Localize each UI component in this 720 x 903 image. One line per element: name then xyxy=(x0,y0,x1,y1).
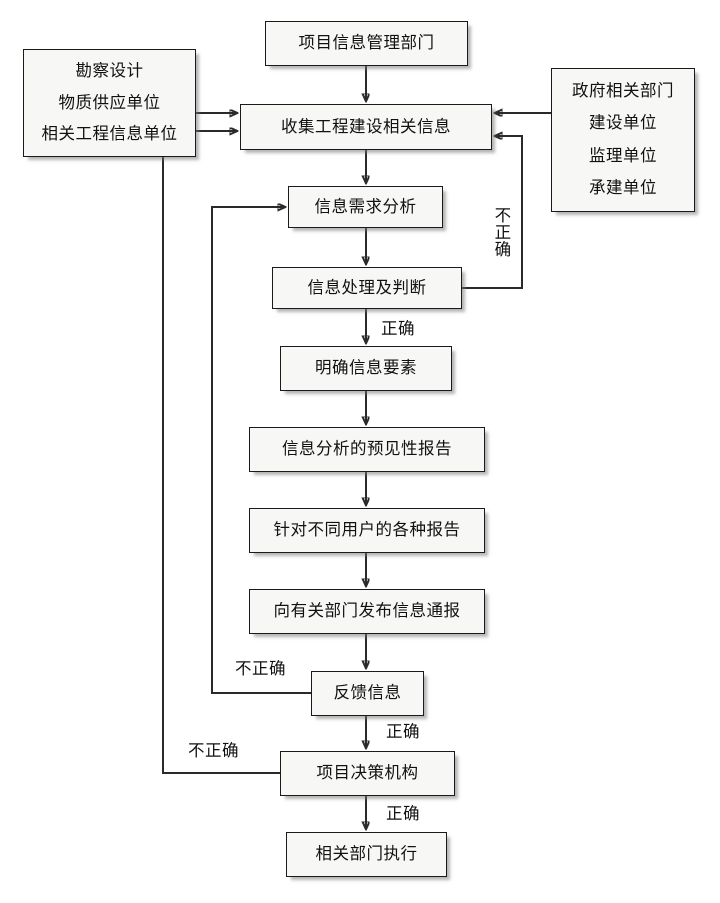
node-collect-info[interactable]: 收集工程建设相关信息 xyxy=(240,104,492,150)
node-sources-right[interactable]: 政府相关部门 建设单位 监理单位 承建单位 xyxy=(551,68,695,212)
node-decision-body[interactable]: 项目决策机构 xyxy=(280,751,455,796)
node-demand-analysis[interactable]: 信息需求分析 xyxy=(288,186,443,228)
process-judge-label: 信息处理及判断 xyxy=(307,277,427,297)
edge-process-incorrect-to-collect xyxy=(462,136,523,289)
node-dept-execute[interactable]: 相关部门执行 xyxy=(286,832,447,877)
collect-info-label: 收集工程建设相关信息 xyxy=(281,116,451,136)
node-feedback-info[interactable]: 反馈信息 xyxy=(311,671,424,716)
node-process-judge[interactable]: 信息处理及判断 xyxy=(272,267,462,309)
sources-right-line-3: 监理单位 xyxy=(589,145,657,165)
sources-right-line-4: 承建单位 xyxy=(589,178,657,198)
predictive-report-label: 信息分析的预见性报告 xyxy=(282,439,452,459)
node-info-mgmt-dept[interactable]: 项目信息管理部门 xyxy=(265,21,468,66)
node-predictive-report[interactable]: 信息分析的预见性报告 xyxy=(249,427,485,472)
dept-execute-label: 相关部门执行 xyxy=(315,844,418,864)
sources-right-line-1: 政府相关部门 xyxy=(572,80,674,100)
info-mgmt-dept-label: 项目信息管理部门 xyxy=(298,33,435,53)
edge-label-correct-after-decision: 正确 xyxy=(386,804,420,823)
edge-label-correct-after-feedback: 正确 xyxy=(386,722,420,741)
sources-right-line-2: 建设单位 xyxy=(589,113,657,133)
node-sources-left[interactable]: 勘察设计 物质供应单位 相关工程信息单位 xyxy=(23,49,196,157)
edge-label-correct-after-judge: 正确 xyxy=(381,319,415,338)
edge-label-incorrect-feedback: 不正确 xyxy=(235,659,286,678)
node-publish-bulletin[interactable]: 向有关部门发布信息通报 xyxy=(249,589,485,634)
clarify-elements-label: 明确信息要素 xyxy=(315,358,417,378)
edge-label-incorrect-right: 不正确 xyxy=(494,206,512,259)
sources-left-line-1: 勘察设计 xyxy=(75,61,144,81)
feedback-info-label: 反馈信息 xyxy=(333,683,402,703)
edge-label-incorrect-decision: 不正确 xyxy=(188,741,239,760)
user-reports-label: 针对不同用户的各种报告 xyxy=(273,520,461,540)
publish-bulletin-label: 向有关部门发布信息通报 xyxy=(273,601,461,621)
decision-body-label: 项目决策机构 xyxy=(316,763,419,783)
node-user-reports[interactable]: 针对不同用户的各种报告 xyxy=(249,508,485,553)
sources-left-line-3: 相关工程信息单位 xyxy=(41,123,178,143)
node-clarify-elements[interactable]: 明确信息要素 xyxy=(280,346,452,391)
sources-left-line-2: 物质供应单位 xyxy=(58,92,161,112)
demand-analysis-label: 信息需求分析 xyxy=(314,196,417,216)
